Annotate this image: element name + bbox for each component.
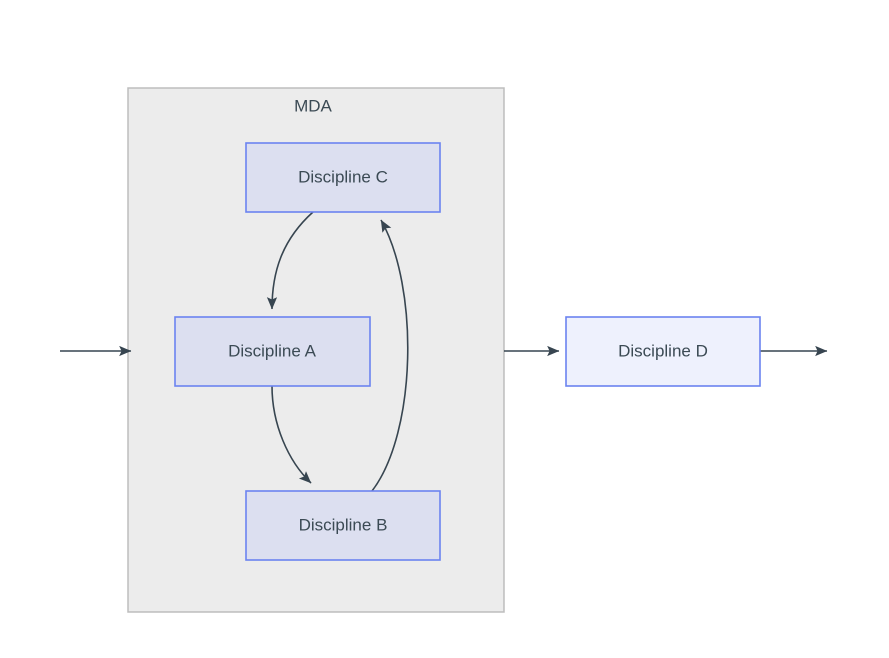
node-discipline-a-box[interactable]: [174, 316, 371, 387]
node-discipline-b-label: Discipline B: [299, 515, 388, 534]
node-discipline-c[interactable]: Discipline C: [245, 142, 441, 213]
node-discipline-d[interactable]: Discipline D: [565, 316, 761, 387]
node-discipline-b-box[interactable]: [245, 490, 441, 561]
edge-discipline-a-to-discipline-b: [271, 385, 312, 484]
node-discipline-d-box[interactable]: [565, 316, 761, 387]
node-discipline-c-box[interactable]: [245, 142, 441, 213]
node-discipline-a[interactable]: Discipline A: [174, 316, 371, 387]
group-mda-label: MDA: [294, 96, 332, 115]
edge-discipline-c-to-discipline-a: [266, 211, 314, 310]
node-discipline-a-label: Discipline A: [228, 341, 317, 360]
edge-discipline-b-to-discipline-c: [371, 219, 409, 492]
node-discipline-c-label: Discipline C: [298, 167, 388, 186]
edge-layer: [60, 211, 828, 492]
node-discipline-b[interactable]: Discipline B: [245, 490, 441, 561]
node-discipline-d-label: Discipline D: [618, 341, 708, 360]
